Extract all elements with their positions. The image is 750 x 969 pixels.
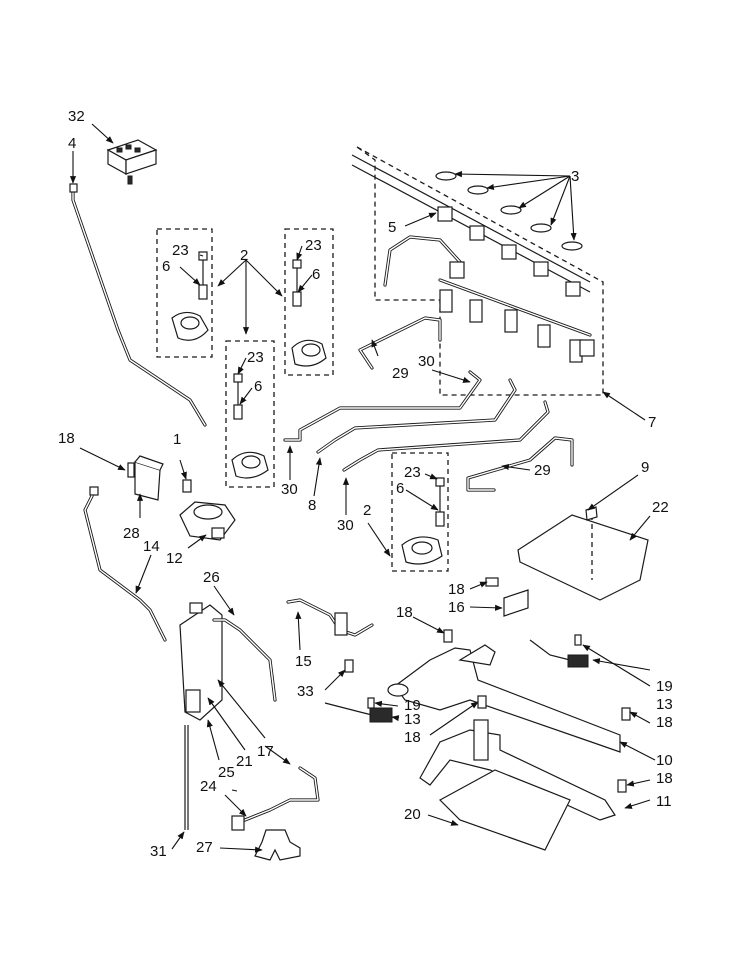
callout-33: 33 (297, 683, 314, 700)
callout-18e: 18 (404, 729, 421, 746)
callout-31: 31 (150, 843, 167, 860)
callout-21: 21 (236, 753, 253, 770)
spark-module-assembly (179, 602, 320, 831)
callout-18c: 18 (396, 604, 413, 621)
igniter-upper (529, 634, 589, 668)
bracket-part-16 (485, 577, 529, 617)
callout-25: 25 (218, 764, 235, 781)
broil-burner (419, 719, 616, 821)
manifold-assembly (351, 146, 604, 396)
gas-tube-part-14 (83, 486, 167, 642)
callout-5: 5 (388, 219, 396, 236)
callout-30c: 30 (337, 517, 354, 534)
callout-13b: 13 (404, 711, 421, 728)
valve-group-right (284, 228, 334, 376)
callout-10: 10 (656, 752, 673, 769)
leader-lines (69, 123, 656, 853)
callout-6d: 6 (396, 480, 404, 497)
screw-parts-18 (443, 629, 631, 793)
callout-4: 4 (68, 135, 76, 152)
callout-26: 26 (203, 569, 220, 586)
callout-labels: 32 4 3 5 7 2 23 6 23 6 23 6 29 30 30 8 3… (58, 108, 673, 860)
callout-23c: 23 (247, 349, 264, 366)
callout-16: 16 (448, 599, 465, 616)
callout-20: 20 (404, 806, 421, 823)
callout-15: 15 (295, 653, 312, 670)
callout-1: 1 (173, 431, 181, 448)
callout-2a: 2 (240, 247, 248, 264)
valve-group-left (156, 228, 213, 358)
callout-19a: 19 (656, 678, 673, 695)
callout-29a: 29 (392, 365, 409, 382)
callout-27: 27 (196, 839, 213, 856)
burner-baffle-part-20 (439, 769, 571, 851)
gas-tube-part-4 (69, 183, 207, 427)
callout-3: 3 (571, 168, 579, 185)
callout-9: 9 (641, 459, 649, 476)
bracket-part-28 (127, 455, 164, 501)
callout-30a: 30 (418, 353, 435, 370)
callout-23a: 23 (172, 242, 189, 259)
rear-burner-pipe (286, 598, 374, 673)
valve-group-center (225, 340, 275, 488)
callout-7: 7 (648, 414, 656, 431)
callout-11: 11 (656, 793, 672, 810)
callout-19b: 19 (404, 697, 421, 714)
heat-shield-part-22 (517, 506, 649, 601)
callout-28: 28 (123, 525, 140, 542)
valve-group-lower (391, 452, 449, 572)
burner-tubes (283, 316, 574, 492)
callout-23d: 23 (404, 464, 421, 481)
callout-18b: 18 (448, 581, 465, 598)
callout-6b: 6 (312, 266, 320, 283)
callout-32: 32 (68, 108, 85, 125)
callout-29b: 29 (534, 462, 551, 479)
callout-6c: 6 (254, 378, 262, 395)
callout-18f: 18 (656, 770, 673, 787)
callout-14: 14 (143, 538, 160, 555)
callout-23b: 23 (305, 237, 322, 254)
clamp-part-27 (254, 829, 301, 861)
callout-24: 24 (200, 778, 217, 795)
burner-valve-knobs (435, 171, 583, 297)
callout-22: 22 (652, 499, 669, 516)
callout-8: 8 (308, 497, 316, 514)
callout-18d: 18 (656, 714, 673, 731)
orifice-spuds (439, 261, 595, 363)
callout-2b: 2 (363, 502, 371, 519)
igniter-lower (324, 697, 393, 723)
pressure-regulator-part (179, 479, 236, 541)
callout-17: 17 (257, 743, 274, 760)
callout-6a: 6 (162, 258, 170, 275)
callout-18a: 18 (58, 430, 75, 447)
terminal-block-part (106, 139, 158, 185)
callout-12: 12 (166, 550, 183, 567)
callout-30b: 30 (281, 481, 298, 498)
callout-13a: 13 (656, 696, 673, 713)
